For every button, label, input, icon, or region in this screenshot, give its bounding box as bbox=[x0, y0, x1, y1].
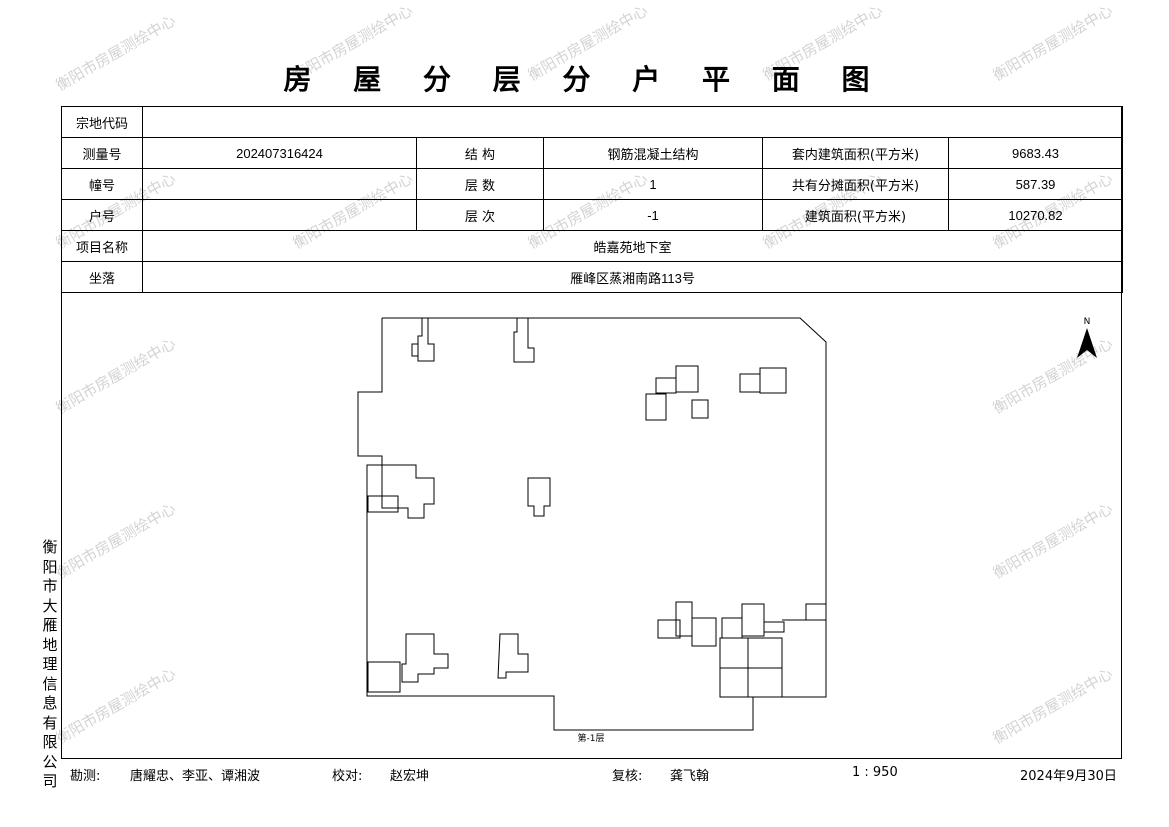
table-row: 项目名称 皓嘉苑地下室 bbox=[61, 230, 1124, 262]
inner-area-label: 套内建筑面积(平方米) bbox=[762, 137, 949, 169]
table-row: 幢号 层 数 1 共有分摊面积(平方米) 587.39 bbox=[61, 168, 1124, 200]
date: 2024年9月30日 bbox=[1020, 769, 1117, 784]
floor-plan: N 第-1层 bbox=[357, 317, 1097, 744]
table-row: 坐落 雁峰区蒸湘南路113号 bbox=[61, 261, 1124, 293]
floor-level-label: 层 次 bbox=[416, 199, 544, 231]
units-cluster-a bbox=[645, 365, 709, 421]
table-row: 户号 层 次 -1 建筑面积(平方米) 10270.82 bbox=[61, 199, 1124, 231]
unit-no-value bbox=[142, 199, 417, 231]
table-row: 测量号 202407316424 结 构 钢筋混凝土结构 套内建筑面积(平方米)… bbox=[61, 137, 1124, 169]
floors-label: 层 数 bbox=[416, 168, 544, 200]
checker: 赵宏坤 bbox=[390, 769, 430, 784]
units-cluster-c bbox=[657, 601, 827, 647]
checker-label: 校对: bbox=[332, 769, 363, 784]
surveyors: 唐耀忠、李亚、谭湘波 bbox=[130, 769, 261, 784]
building-area-value: 10270.82 bbox=[947, 199, 1124, 231]
surveyor-label: 勘测: bbox=[70, 769, 101, 784]
core-bottom-left bbox=[367, 633, 449, 693]
inner-area-value: 9683.43 bbox=[947, 137, 1124, 169]
table-row: 宗地代码 bbox=[61, 106, 1124, 138]
unit-no-label: 户号 bbox=[61, 199, 143, 231]
shared-area-label: 共有分摊面积(平方米) bbox=[762, 168, 949, 200]
parcel-code-label: 宗地代码 bbox=[61, 106, 143, 138]
north-label: N bbox=[1084, 317, 1091, 327]
units-cluster-d bbox=[719, 619, 827, 698]
building-no-value bbox=[142, 168, 417, 200]
info-table: 宗地代码 测量号 202407316424 结 构 钢筋混凝土结构 套内建筑面积… bbox=[61, 106, 1124, 293]
reviewer-label: 复核: bbox=[612, 769, 643, 784]
units-cluster-b bbox=[739, 367, 787, 394]
floors-value: 1 bbox=[543, 168, 763, 200]
company-name-vertical: 衡阳市大雁地理信息有限公司 bbox=[42, 538, 58, 790]
north-arrow-icon bbox=[1077, 328, 1097, 358]
building-no-label: 幢号 bbox=[61, 168, 143, 200]
floor-label: 第-1层 bbox=[578, 732, 605, 744]
core-center bbox=[527, 477, 551, 517]
core-top-mid bbox=[513, 318, 535, 363]
scale: 1 : 950 bbox=[852, 765, 898, 780]
survey-no-value: 202407316424 bbox=[142, 137, 417, 169]
shared-area-value: 587.39 bbox=[947, 168, 1124, 200]
structure-value: 钢筋混凝土结构 bbox=[543, 137, 763, 169]
floor-level-value: -1 bbox=[543, 199, 763, 231]
location-value: 雁峰区蒸湘南路113号 bbox=[141, 261, 1124, 293]
reviewer: 龚飞翰 bbox=[670, 769, 710, 784]
survey-no-label: 测量号 bbox=[61, 137, 143, 169]
location-label: 坐落 bbox=[61, 261, 143, 293]
core-bottom-mid bbox=[497, 633, 529, 679]
project-name-label: 项目名称 bbox=[61, 230, 143, 262]
structure-label: 结 构 bbox=[416, 137, 544, 169]
building-area-label: 建筑面积(平方米) bbox=[762, 199, 949, 231]
project-name-value: 皓嘉苑地下室 bbox=[141, 230, 1124, 262]
core-left bbox=[367, 464, 435, 519]
parcel-code-value bbox=[141, 106, 1124, 138]
document-title: 房 屋 分 层 分 户 平 面 图 bbox=[283, 63, 886, 96]
core-top-left bbox=[411, 318, 435, 362]
